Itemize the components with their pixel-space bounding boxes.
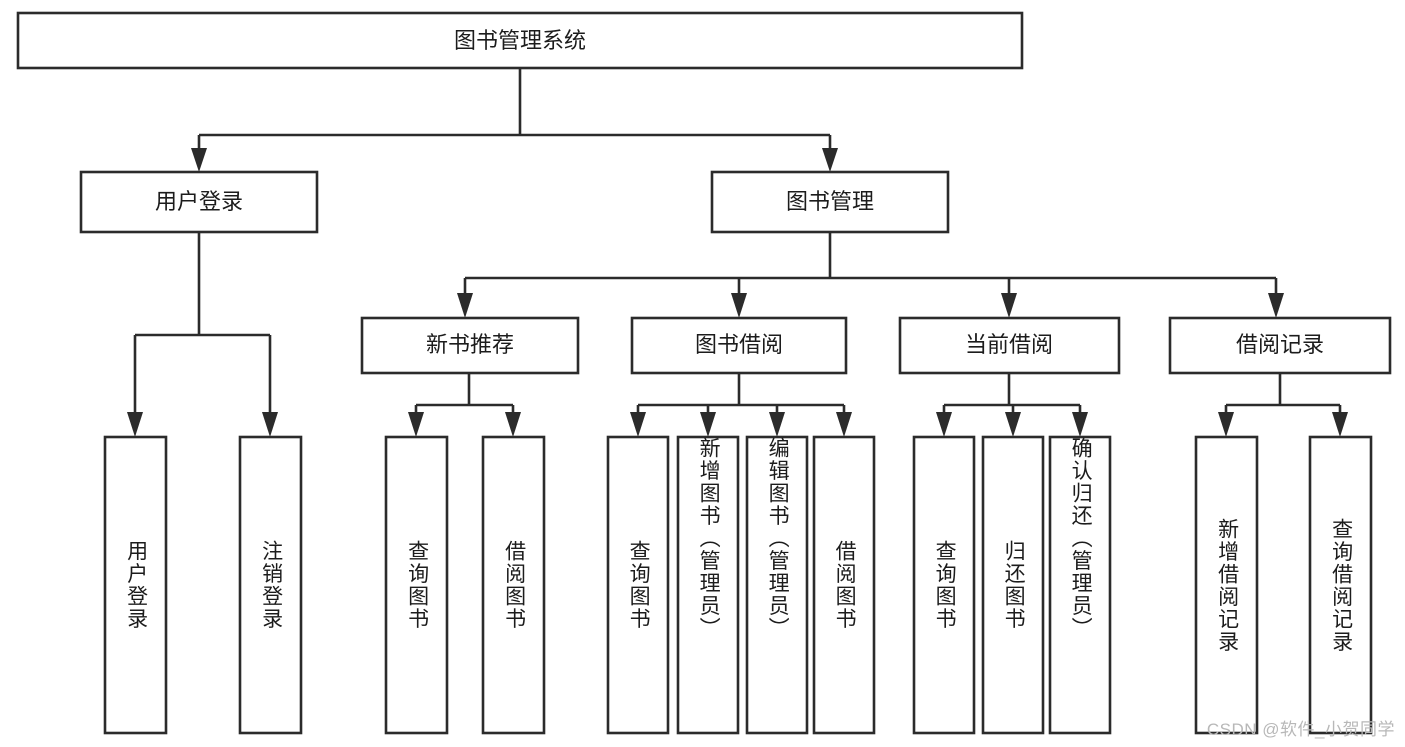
leaf-box-logout[interactable] — [238, 435, 303, 735]
connector-group — [127, 68, 1348, 437]
leaf-box-group — [103, 435, 1373, 735]
arrow-currentborrow-leaf-3 — [1072, 412, 1088, 437]
arrow-root-to-user-login — [191, 148, 207, 172]
node-book-borrow[interactable]: 图书借阅 — [630, 316, 848, 375]
leaf-box-borrow-book-newbook[interactable] — [481, 435, 546, 735]
arrow-bookborrow-leaf-1 — [630, 412, 646, 437]
leaf-box-user-login[interactable] — [103, 435, 168, 735]
arrow-borrowrecord-leaf-1 — [1218, 412, 1234, 437]
arrow-newbook-leaf-2 — [505, 412, 521, 437]
node-root-box[interactable] — [16, 11, 1024, 70]
leaf-box-return-book[interactable] — [981, 435, 1045, 735]
node-book-borrow-box[interactable] — [630, 316, 848, 375]
node-book-manage-label: 图书管理 — [786, 189, 874, 214]
arrow-to-new-book-recommend — [457, 293, 473, 318]
arrow-currentborrow-leaf-2 — [1005, 412, 1021, 437]
node-user-login-box[interactable] — [79, 170, 319, 234]
leaf-box-add-borrow-record[interactable] — [1194, 435, 1259, 735]
arrow-to-book-borrow — [731, 293, 747, 318]
node-current-borrow-label: 当前借阅 — [965, 332, 1053, 357]
leaf-box-add-book-admin[interactable] — [676, 435, 740, 735]
node-new-book-recommend-box[interactable] — [360, 316, 580, 375]
arrow-currentborrow-leaf-1 — [936, 412, 952, 437]
arrow-bookborrow-leaf-2 — [700, 412, 716, 437]
leaf-box-query-book-current[interactable] — [912, 435, 976, 735]
leaf-box-confirm-return-admin[interactable] — [1048, 435, 1112, 735]
node-user-login[interactable]: 用户登录 — [79, 170, 319, 234]
node-new-book-recommend-label: 新书推荐 — [426, 332, 514, 357]
arrow-to-leaf-logout — [262, 412, 278, 437]
leaf-box-query-book-newbook[interactable] — [384, 435, 449, 735]
arrow-to-borrow-record — [1268, 293, 1284, 318]
arrow-bookborrow-leaf-3 — [769, 412, 785, 437]
node-user-login-label: 用户登录 — [155, 189, 243, 214]
node-current-borrow-box[interactable] — [898, 316, 1121, 375]
arrow-bookborrow-leaf-4 — [836, 412, 852, 437]
node-new-book-recommend[interactable]: 新书推荐 — [360, 316, 580, 375]
arrow-to-leaf-user-login — [127, 412, 143, 437]
leaf-box-query-borrow-record[interactable] — [1308, 435, 1373, 735]
node-current-borrow[interactable]: 当前借阅 — [898, 316, 1121, 375]
node-book-manage-box[interactable] — [710, 170, 950, 234]
node-borrow-record[interactable]: 借阅记录 — [1168, 316, 1392, 375]
node-book-borrow-label: 图书借阅 — [695, 332, 783, 357]
arrow-to-current-borrow — [1001, 293, 1017, 318]
leaf-box-edit-book-admin[interactable] — [745, 435, 809, 735]
node-book-manage[interactable]: 图书管理 — [710, 170, 950, 234]
arrow-newbook-leaf-1 — [408, 412, 424, 437]
leaf-box-borrow-book[interactable] — [812, 435, 876, 735]
node-root[interactable]: 图书管理系统 — [16, 11, 1024, 70]
node-borrow-record-box[interactable] — [1168, 316, 1392, 375]
node-root-label: 图书管理系统 — [454, 28, 586, 53]
leaf-box-query-book-borrow[interactable] — [606, 435, 670, 735]
arrow-root-to-book-manage — [822, 148, 838, 172]
node-borrow-record-label: 借阅记录 — [1236, 332, 1324, 357]
arrow-borrowrecord-leaf-2 — [1332, 412, 1348, 437]
